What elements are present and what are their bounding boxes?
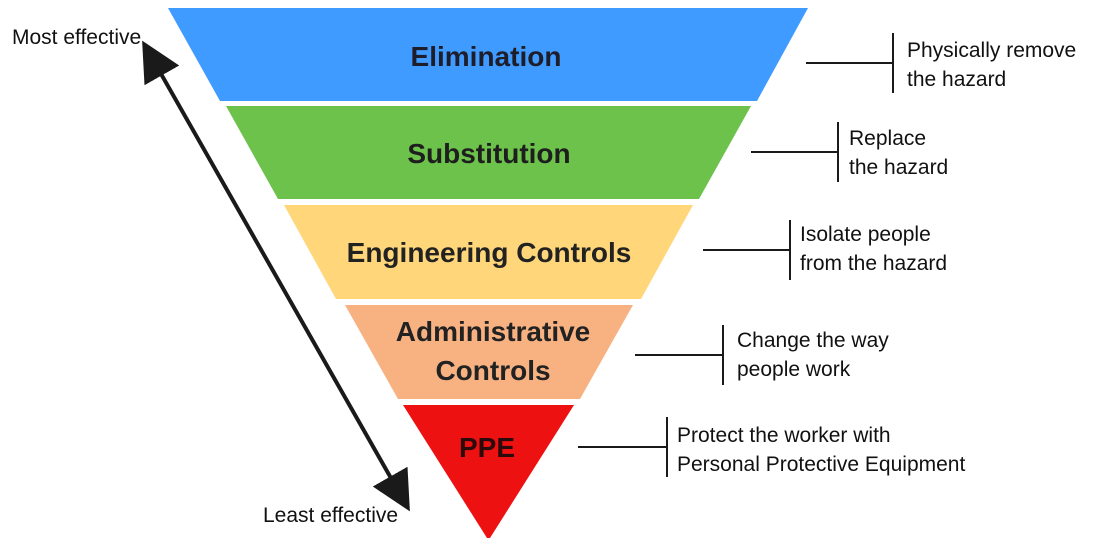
pyramid-level-title: PPE [459, 432, 515, 463]
effectiveness-arrow [142, 40, 410, 512]
effectiveness-axis: Most effective Least effective [12, 26, 410, 527]
pyramid-level-band [345, 305, 633, 399]
description-text: the hazard [907, 68, 1006, 91]
description-text: from the hazard [800, 252, 947, 275]
pyramid-level-title: Elimination [411, 41, 562, 72]
level-description: Change the way people work [635, 325, 889, 385]
pyramid-level-band [168, 8, 808, 101]
most-effective-label: Most effective [12, 26, 141, 49]
pyramid-level-title: Controls [435, 355, 550, 386]
pyramid-level: Substitution [226, 106, 751, 199]
description-text: Isolate people [800, 223, 931, 246]
pyramid-level-title: Administrative [396, 316, 591, 347]
pyramid-level: Elimination [168, 8, 808, 101]
pyramid-level-band [403, 405, 574, 538]
pyramid-level-band [226, 106, 751, 199]
description-text: Change the way [737, 329, 889, 352]
level-description: Physically remove the hazard [806, 33, 1076, 93]
description-text: the hazard [849, 156, 948, 179]
description-text: people work [737, 358, 851, 381]
description-text: Replace [849, 127, 926, 150]
description-text: Physically remove [907, 39, 1076, 62]
pyramid-level-title: Substitution [407, 138, 570, 169]
pyramid-level: PPE [403, 405, 574, 538]
level-description: Replace the hazard [751, 122, 948, 182]
level-description: Isolate people from the hazard [703, 220, 947, 280]
pyramid-level: Engineering Controls [284, 205, 693, 299]
description-text: Protect the worker with [677, 424, 891, 447]
pyramid-level-band [284, 205, 693, 299]
least-effective-label: Least effective [263, 504, 398, 527]
description-text: Personal Protective Equipment [677, 453, 965, 476]
pyramid-level-title: Engineering Controls [347, 237, 632, 268]
